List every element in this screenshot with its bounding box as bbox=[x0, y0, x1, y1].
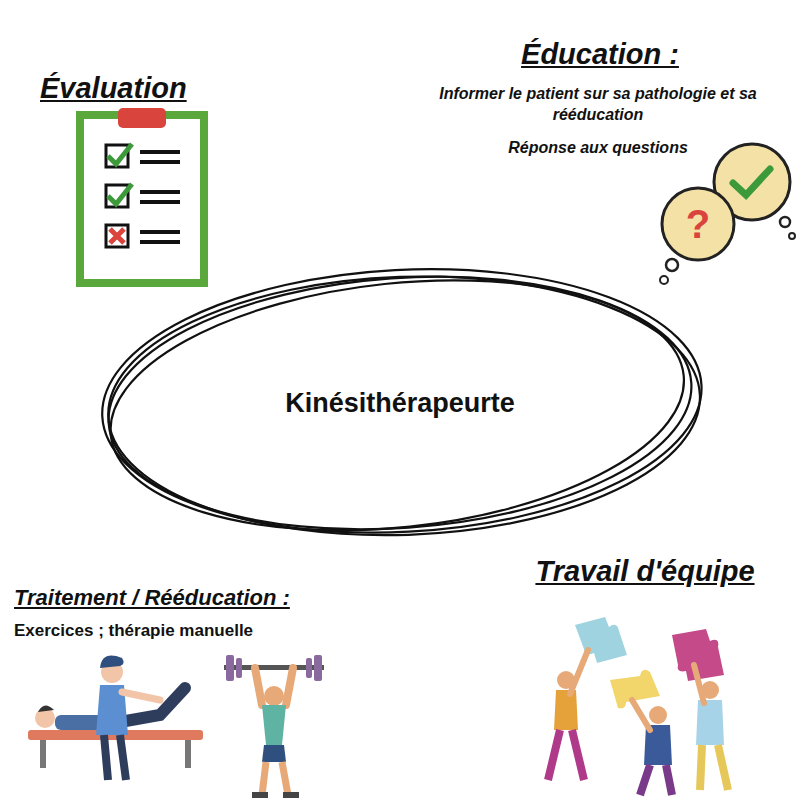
body-text: Réponse aux questions bbox=[418, 138, 778, 159]
weightlifter-illustration bbox=[224, 655, 324, 798]
section-heading: Éducation : bbox=[470, 36, 730, 74]
section-heading: Évaluation bbox=[40, 70, 250, 108]
question-mark: ? bbox=[678, 198, 718, 250]
clipboard-icon bbox=[80, 108, 204, 283]
body-text: Informer le patient sur sa pathologie et… bbox=[418, 84, 778, 126]
body-text: Exercices ; thérapie manuelle bbox=[14, 620, 374, 642]
thought-bubbles bbox=[660, 144, 795, 284]
therapist-illustration bbox=[28, 656, 203, 780]
central-ellipse: Kinésithérapeurte bbox=[95, 268, 705, 538]
ellipse-stroke bbox=[98, 268, 696, 538]
section-heading: Travail d'équipe bbox=[500, 553, 790, 591]
teamwork-illustration bbox=[548, 617, 728, 795]
ellipse-stroke bbox=[95, 268, 705, 538]
ellipse-stroke bbox=[104, 268, 705, 538]
node-title: Kinésithérapeurte bbox=[285, 388, 515, 419]
section-heading: Traitement / Rééducation : bbox=[14, 584, 374, 613]
